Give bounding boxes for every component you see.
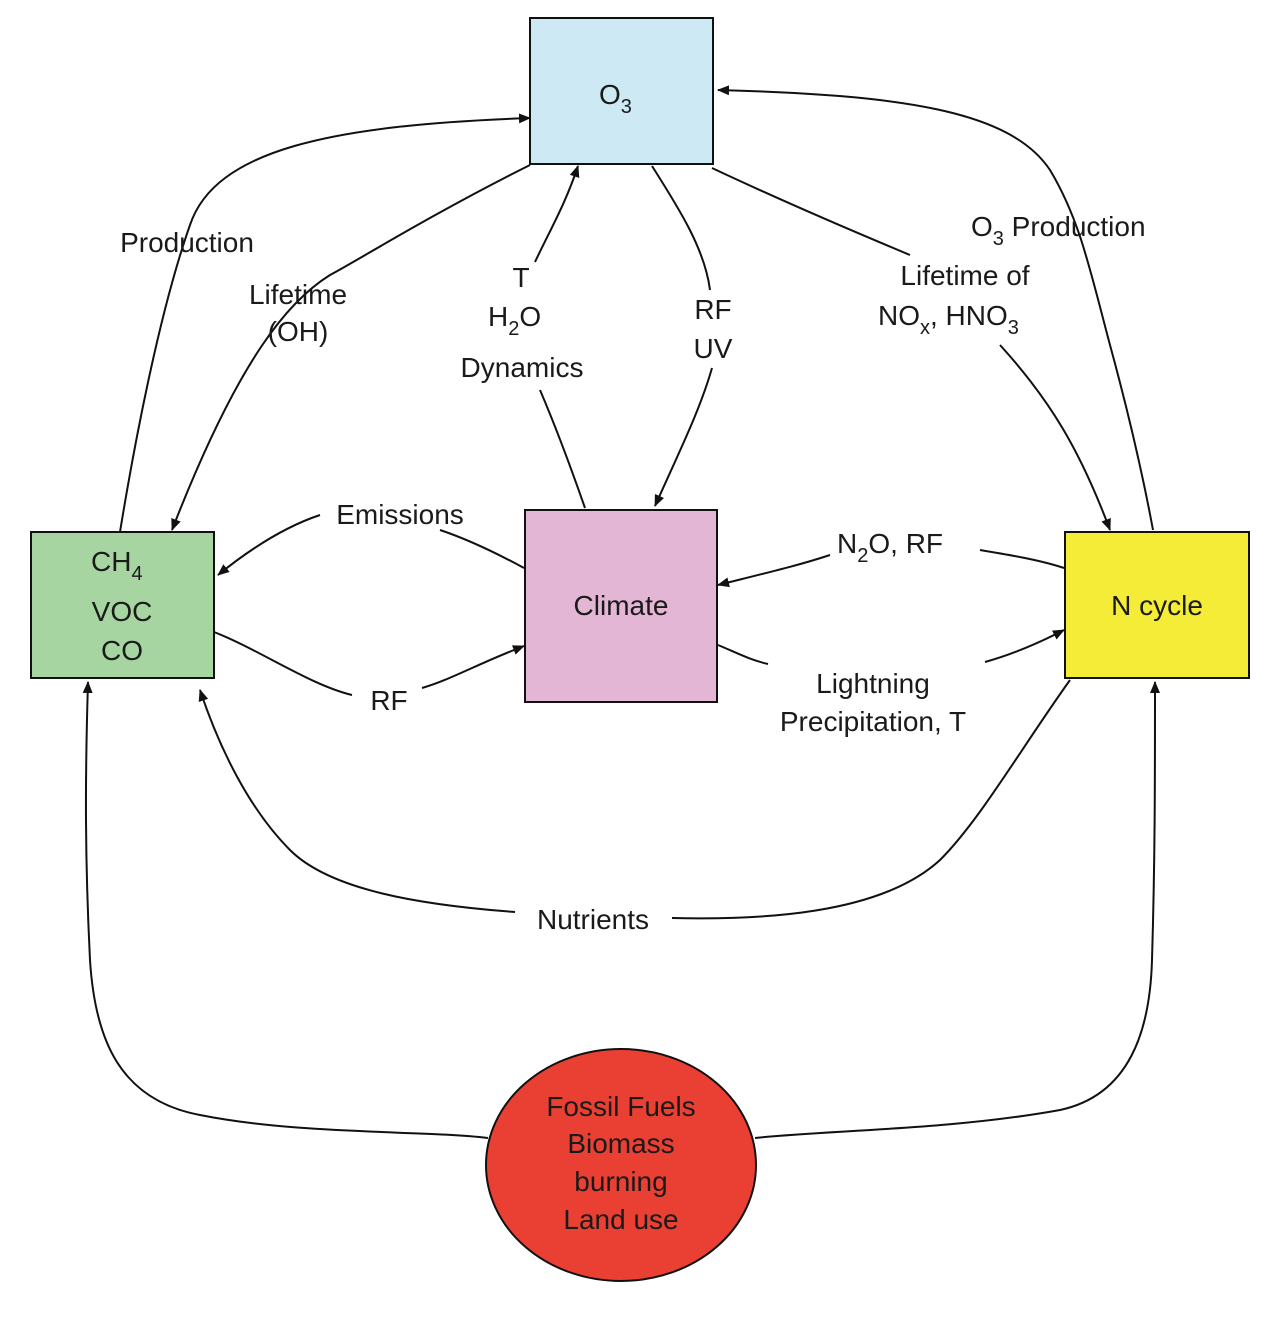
label-dynamics: Dynamics [461,352,584,383]
label-o3-production: O3 Production [971,211,1146,250]
edge-climate-to-ncycle [717,630,1064,665]
label-rf: RF [370,685,407,716]
sources-line2: Biomass [567,1128,674,1159]
label-rf-uv-1: RF [694,294,731,325]
edge-chem-to-climate [213,631,524,696]
sources-line1: Fossil Fuels [546,1091,695,1122]
sources-line3: burning [574,1166,667,1197]
label-t: T [512,262,529,293]
edge-climate-to-o3 [534,166,585,509]
ncycle-label: N cycle [1111,590,1203,621]
chem-box [30,531,215,679]
edge-ncycle-to-climate [718,549,1065,585]
ncycle-box [1064,531,1250,679]
climate-label: Climate [574,590,669,621]
o3-label: O3 [599,79,632,118]
chem-voc-label: VOC [92,596,153,627]
edge-o3-to-ncycle [711,167,1110,530]
label-h2o: H2O [488,301,541,340]
edge-ncycle-to-o3 [717,85,1154,531]
edge-o3-to-climate [652,165,713,506]
label-lifetime-oh-2: (OH) [268,316,329,347]
chem-co-label: CO [101,635,143,666]
edge-chem-to-o3-production [119,113,531,533]
sources-ellipse [485,1048,757,1282]
label-n2o-rf: N2O, RF [837,528,943,567]
sources-line4: Land use [563,1204,678,1235]
label-nox-hno3: NOx, HNO3 [878,300,1019,339]
edge-sources-to-chem [82,681,489,1139]
climate-box [524,509,718,703]
o3-box [529,17,714,165]
chem-ch4-label: CH4 [91,546,143,585]
edge-sources-to-ncycle [754,681,1160,1139]
edge-o3-to-chem-lifetime [171,164,531,531]
label-production: Production [120,227,254,258]
label-nutrients: Nutrients [537,904,649,935]
edge-ncycle-to-chem-nutrients [200,680,1071,920]
label-rf-uv-2: UV [694,333,733,364]
label-lightning: Lightning [816,668,930,699]
label-lifetime-oh-1: Lifetime [249,279,347,310]
label-lifetime-nox-1: Lifetime of [900,260,1029,291]
edge-climate-to-chem [218,514,525,575]
label-emissions: Emissions [336,499,464,530]
label-precipitation: Precipitation, T [780,706,966,737]
